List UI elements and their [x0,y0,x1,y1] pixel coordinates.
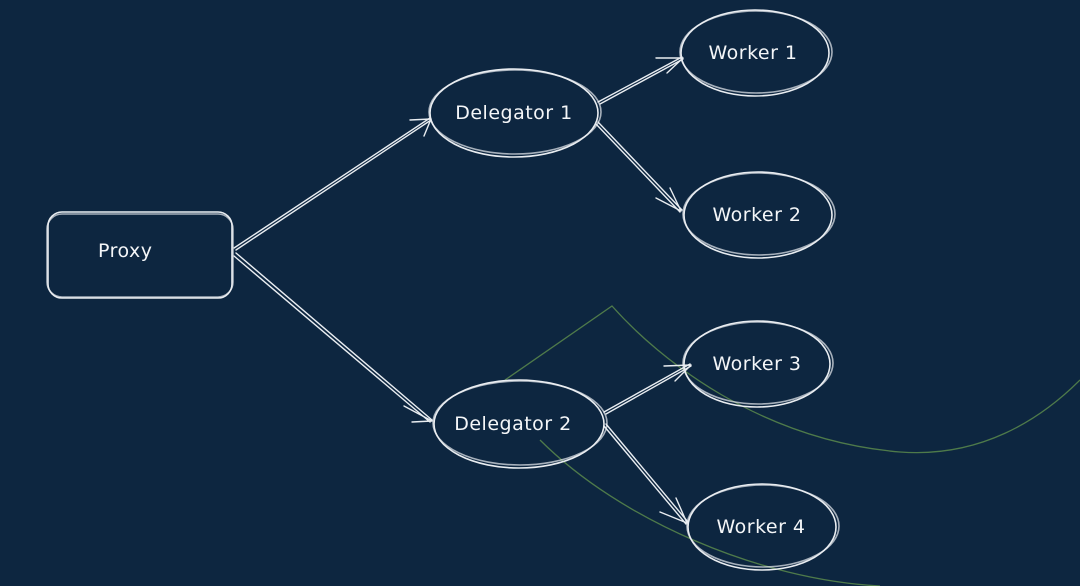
worker-1-node[interactable]: Worker 1 [679,9,833,97]
edge-proxy-delegator1 [233,117,432,251]
proxy-node[interactable]: Proxy [46,211,234,299]
worker-4-node[interactable]: Worker 4 [686,483,840,571]
delegator-1-label: Delegator 1 [455,102,573,124]
edge-delegator1-worker1 [597,56,684,105]
worker-2-label: Worker 2 [712,204,801,226]
edge-delegator1-worker2 [595,121,683,213]
background-decoration [504,305,1080,586]
edge-delegator2-worker4 [603,423,689,525]
edge-delegator2-worker3 [603,363,692,415]
worker-1-label: Worker 1 [708,42,797,64]
worker-3-node[interactable]: Worker 3 [682,320,834,408]
edge-proxy-delegator2 [233,252,433,423]
delegator-1-node[interactable]: Delegator 1 [428,68,602,158]
worker-3-label: Worker 3 [712,353,801,375]
delegator-2-node[interactable]: Delegator 2 [432,379,608,469]
worker-4-label: Worker 4 [716,516,805,538]
proxy-label: Proxy [98,240,153,262]
worker-2-node[interactable]: Worker 2 [682,171,836,259]
delegator-2-label: Delegator 2 [454,413,572,435]
